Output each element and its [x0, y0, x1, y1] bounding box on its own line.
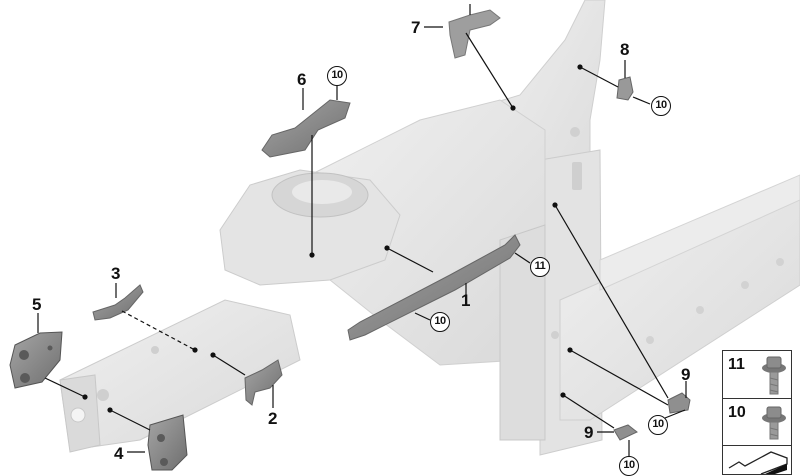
circled-callout-10-part-9-upper: 10	[648, 415, 668, 435]
callout-2: 2	[268, 409, 278, 428]
part-8-clip	[616, 76, 634, 101]
part-9a-bracket	[667, 392, 691, 414]
callout-3: 3	[111, 264, 121, 283]
circled-callout-10-part-6: 10	[327, 66, 347, 86]
bracket-profile-icon	[728, 451, 788, 474]
callout-9-upper: 9	[681, 365, 691, 384]
callout-8: 8	[620, 40, 630, 59]
leader-lines	[37, 4, 687, 457]
callout-7: 7	[411, 18, 421, 37]
legend-item-10: 10	[722, 398, 792, 446]
legend-label-10: 10	[728, 404, 746, 421]
part-2-bracket	[244, 359, 283, 406]
callout-6: 6	[297, 70, 307, 89]
hex-flange-bolt-icon	[762, 406, 786, 440]
fastener-legend: 11 10	[722, 350, 800, 475]
legend-item-symbol	[722, 445, 792, 475]
callout-4: 4	[114, 444, 124, 463]
hex-flange-bolt-icon	[762, 356, 786, 395]
part-4-plate	[147, 414, 188, 471]
part-5-plate	[9, 331, 63, 389]
legend-label-11: 11	[728, 356, 745, 373]
part-3-tab	[92, 284, 144, 321]
circled-callout-10-part-1: 10	[430, 312, 450, 332]
callout-5: 5	[32, 295, 42, 314]
part-1-brace	[347, 234, 521, 341]
wheelhouse-strut-tower	[219, 169, 401, 286]
rocker-sill	[559, 174, 800, 421]
bulkhead	[299, 99, 546, 441]
circled-callout-10-part-8: 10	[651, 96, 671, 116]
legend-item-11: 11	[722, 350, 792, 399]
part-6-bracket	[261, 99, 351, 158]
part-9b-bracket	[613, 424, 638, 441]
circled-callout-11-part-1: 11	[530, 257, 550, 277]
callout-1: 1	[461, 291, 471, 310]
part-7-bracket	[448, 9, 501, 59]
callout-9-lower: 9	[584, 423, 594, 442]
front-side-member	[59, 299, 301, 453]
circled-callout-10-part-9-lower: 10	[619, 456, 639, 476]
